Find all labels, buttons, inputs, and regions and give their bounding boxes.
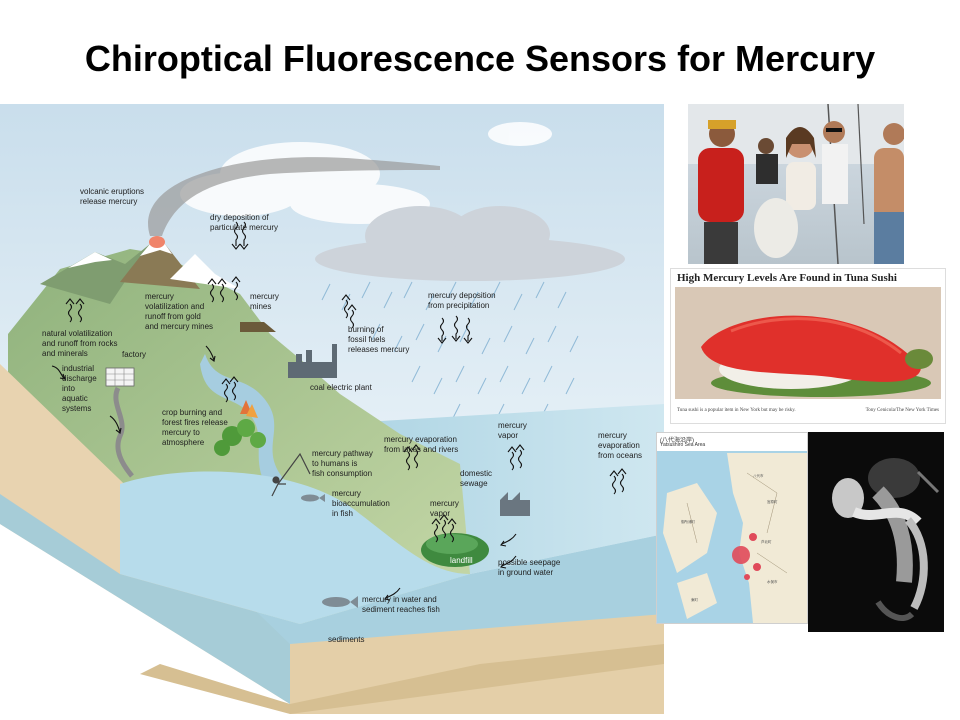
sewage-plant [500,492,530,516]
svg-text:御所浦町: 御所浦町 [681,519,695,524]
label-water-sediment: mercury in water and sediment reaches fi… [362,595,440,614]
label-seepage: possible seepage in ground water [498,558,563,577]
landfill-top [426,534,478,554]
svg-text:芦北町: 芦北町 [761,539,772,544]
sushi-credit: Tony Cenicola/The New York Times [865,408,939,413]
label-landfill: landfill [450,556,473,565]
label-mine-runoff: mercury volatilization and runoff from g… [145,292,213,331]
svg-text:東町: 東町 [691,597,699,602]
forest [214,400,266,456]
label-bioaccumulation: mercury bioaccumulation in fish [332,489,392,518]
label-pathway: mercury pathway to humans is fish consum… [312,449,375,478]
sushi-illustration [675,287,941,399]
volcano-smoke [148,157,440,236]
map-legend-en: Yatsushiro Sea Area [660,442,706,448]
svg-text:八代市: 八代市 [753,473,764,478]
label-vapor-2: mercury vapor [430,499,461,518]
map-legend-jp: (八代海沿岸) [660,438,694,444]
label-natural: natural volatilization and runoff from r… [42,329,120,358]
label-vapor-1: mercury vapor [498,421,529,440]
mercury-cycle-diagram: volcanic eruptions release mercury dry d… [0,104,664,714]
label-factory: factory [122,350,146,359]
svg-text:水俣市: 水俣市 [767,579,778,584]
photo-fishermen [688,104,904,264]
coal-plant [288,344,337,378]
label-crop-burning: crop burning and forest fires release me… [162,408,230,447]
photo-tuna-sushi: High Mercury Levels Are Found in Tuna Su… [670,268,946,424]
sushi-headline: High Mercury Levels Are Found in Tuna Su… [677,272,897,284]
fishermen-illustration [688,104,904,264]
mercury-arrows [51,221,627,601]
label-mines: mercury mines [250,292,281,311]
label-evaporation-lakes: mercury evaporation from lakes and river… [384,435,459,454]
factory-building [105,367,135,387]
map-yatsushiro-sea: (八代海沿岸) Yatsushiro Sea Area 八代市宮原町 芦北町水俣… [656,432,808,624]
fish-bay [301,494,325,502]
label-burning: burning of fossil fuels releases mercury [348,325,409,354]
bay [120,471,470,624]
label-coal-plant: coal electric plant [310,383,373,392]
label-industrial: industrial discharge into aquatic system… [62,364,99,413]
mine [240,322,276,332]
label-volcanic: volcanic eruptions release mercury [80,187,146,206]
seabed [140,644,664,714]
eruption-glow [149,236,165,248]
discharge-stream [113,386,134,478]
label-sewage: domestic sewage [460,469,494,488]
label-deposition: mercury deposition from precipitation [428,291,498,310]
label-sediments: sediments [328,635,364,644]
mountain-snow [68,252,112,268]
volcano-snow [140,244,172,256]
photo-minamata-bw [808,432,944,632]
slide-title: Chiroptical Fluorescence Sensors for Mer… [84,38,876,79]
label-dry-deposition: dry deposition of particulate mercury [210,213,278,232]
minamata-illustration [808,432,944,632]
fisherman [271,452,311,497]
svg-text:宮原町: 宮原町 [767,499,778,504]
mountain-left [40,244,150,304]
rain-cloud [315,206,625,281]
sushi-caption: Tuna sushi is a popular item in New York… [677,408,796,413]
label-evaporation-oceans: mercury evaporation from oceans [598,431,642,460]
fish-sea [322,596,358,608]
